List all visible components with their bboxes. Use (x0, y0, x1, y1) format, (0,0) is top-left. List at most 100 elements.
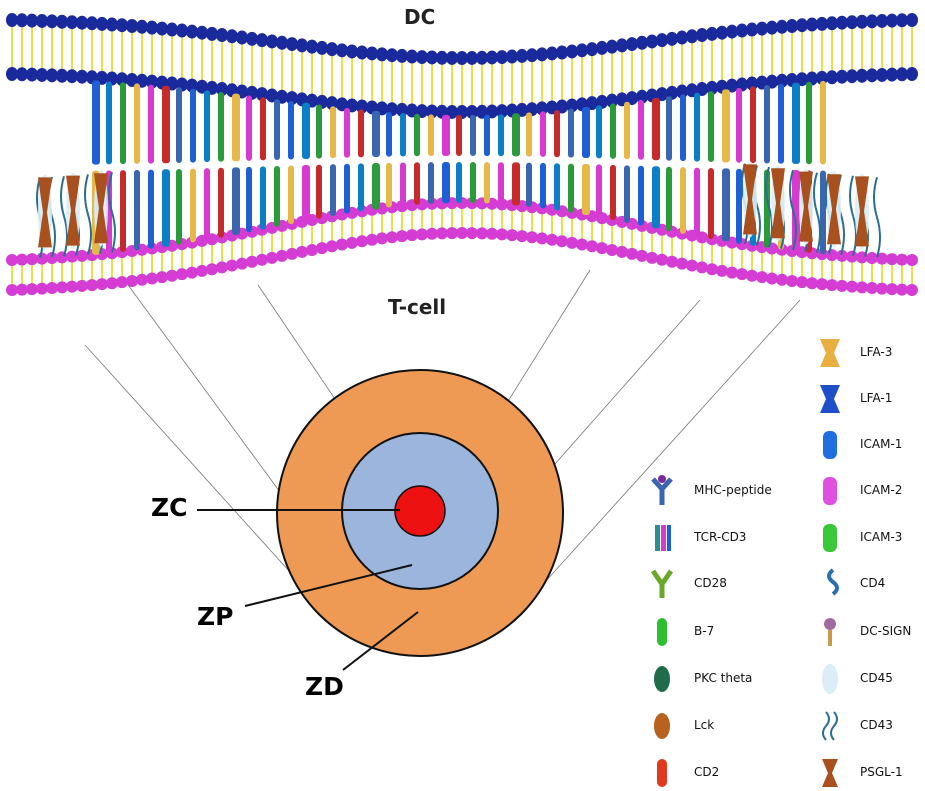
tcell-lipid-head (646, 252, 658, 264)
cd4-icon (829, 570, 837, 594)
dc-surface-molecule (456, 115, 462, 156)
cd28-icon (653, 571, 671, 598)
dc-surface-molecule (750, 86, 756, 163)
tcell-surface-molecule (526, 163, 532, 207)
legend-icons (653, 339, 840, 787)
tcell-lipid-head (716, 265, 728, 277)
tcell-lipid-head (236, 258, 248, 270)
tcell-surface-molecule (554, 163, 560, 210)
dc-surface-molecule (176, 87, 182, 163)
tcell-surface-molecule (232, 167, 240, 235)
dc-surface-molecule (736, 88, 742, 163)
tcell-surface-molecule (218, 168, 224, 238)
cd45-icon (822, 664, 838, 694)
dc-surface-molecule (162, 86, 170, 163)
tcell-lipid-head (276, 250, 288, 262)
dc-surface-molecule (134, 83, 140, 164)
tcell-surface-molecule (540, 163, 546, 209)
tcell-surface-molecule (456, 162, 462, 203)
dc-surface-molecule (470, 115, 476, 156)
tcell-lipid-head (666, 256, 678, 268)
icam3-icon (823, 524, 837, 552)
tcell-surface-molecule (316, 165, 322, 219)
dc-surface-molecule (246, 95, 252, 160)
dc-surface-molecule (694, 93, 700, 162)
tcell-surface-molecule (610, 165, 616, 220)
tcell-surface-molecule (260, 166, 266, 229)
dc-surface-molecule (568, 109, 574, 158)
tcell-surface-molecule (330, 164, 336, 216)
tcell-lipid-head (266, 252, 278, 264)
tcell-lipid-head (656, 254, 668, 266)
zone-zp-label: ZP (197, 602, 233, 631)
tcell-surface-molecule (246, 167, 252, 232)
dc-surface-molecule (232, 94, 240, 162)
dc-surface-molecule (372, 111, 380, 157)
tcell-surface-molecule (148, 170, 154, 249)
dc-surface-molecule (806, 82, 812, 165)
tcell-lipid-head (596, 242, 608, 254)
tcell-lipid-head (196, 265, 208, 277)
tcell-lipid-head (606, 244, 618, 256)
dc-surface-molecule (120, 82, 126, 164)
tcell-lipid-head (296, 246, 308, 258)
legend-label-cd4: CD4 (860, 576, 885, 590)
tcell-lipid-head (206, 263, 218, 275)
dc-surface-molecule (708, 91, 714, 162)
legend-label-icam1: ICAM-1 (860, 437, 902, 451)
tcell-lipid-head (556, 235, 568, 247)
icam2-icon (823, 477, 837, 505)
tcell-lipid-head (586, 240, 598, 252)
tcell-surface-molecule (596, 164, 602, 217)
legend-label-lfa3: LFA-3 (860, 345, 892, 359)
dc-lipid-head (906, 67, 918, 81)
cd43-molecule (85, 174, 91, 254)
tcell-surface-molecule (638, 166, 644, 226)
legend-label-cd28: CD28 (694, 576, 727, 590)
dc-surface-molecule (540, 111, 546, 157)
dc-surface-molecule (778, 84, 784, 164)
dc-surface-molecule (428, 114, 434, 156)
dc-surface-molecule (414, 114, 420, 156)
tcell-surface-molecule (694, 168, 700, 237)
tcell-surface-molecule (176, 169, 182, 245)
dc-surface-molecule (344, 108, 350, 158)
tcell-lipid-head (306, 244, 318, 256)
tcell-surface-molecule (274, 166, 280, 227)
dc-surface-molecule (260, 97, 266, 160)
tcell-lipid-head (576, 239, 588, 251)
tcell-lipid-head (256, 254, 268, 266)
tcell-surface-molecule (582, 164, 590, 215)
dc-surface-molecule (722, 89, 730, 162)
lck-icon (654, 713, 670, 739)
dc-surface-molecule (512, 113, 520, 156)
tcell-surface-molecule (414, 162, 420, 204)
dc-surface-molecule (358, 109, 364, 157)
tcell-lipid-head (626, 248, 638, 260)
dc-lipid-head (906, 13, 918, 27)
tcell-surface-molecule (134, 170, 140, 251)
dc-title: DC (404, 5, 435, 29)
tcell-lipid-head (906, 254, 918, 266)
tcell-surface-molecule (666, 167, 672, 231)
tcell-surface-molecule (400, 163, 406, 207)
dc-surface-molecule (218, 92, 224, 162)
legend-label-cd43: CD43 (860, 718, 893, 732)
tcell-surface-molecule (484, 162, 490, 203)
tcell-lipid-head (176, 268, 188, 280)
pkc-theta-icon (654, 666, 670, 692)
tcell-surface-molecule (820, 171, 826, 255)
tcell-surface-molecule (288, 166, 294, 225)
legend-label-dc-sign: DC-SIGN (860, 624, 911, 638)
tcell-lipid-head (216, 261, 228, 273)
dc-surface-molecule (596, 105, 602, 158)
dc-surface-molecule (554, 110, 560, 157)
tcell-surface-molecule (344, 164, 350, 214)
dc-surface-molecule (610, 104, 616, 159)
dc-surface-molecule (316, 105, 322, 159)
tcell-surface-molecule (204, 168, 210, 240)
dc-surface-molecule (274, 99, 280, 160)
cd43-molecule (874, 177, 880, 257)
legend-label-b7: B-7 (694, 624, 714, 638)
dc-surface-molecule (624, 102, 630, 160)
